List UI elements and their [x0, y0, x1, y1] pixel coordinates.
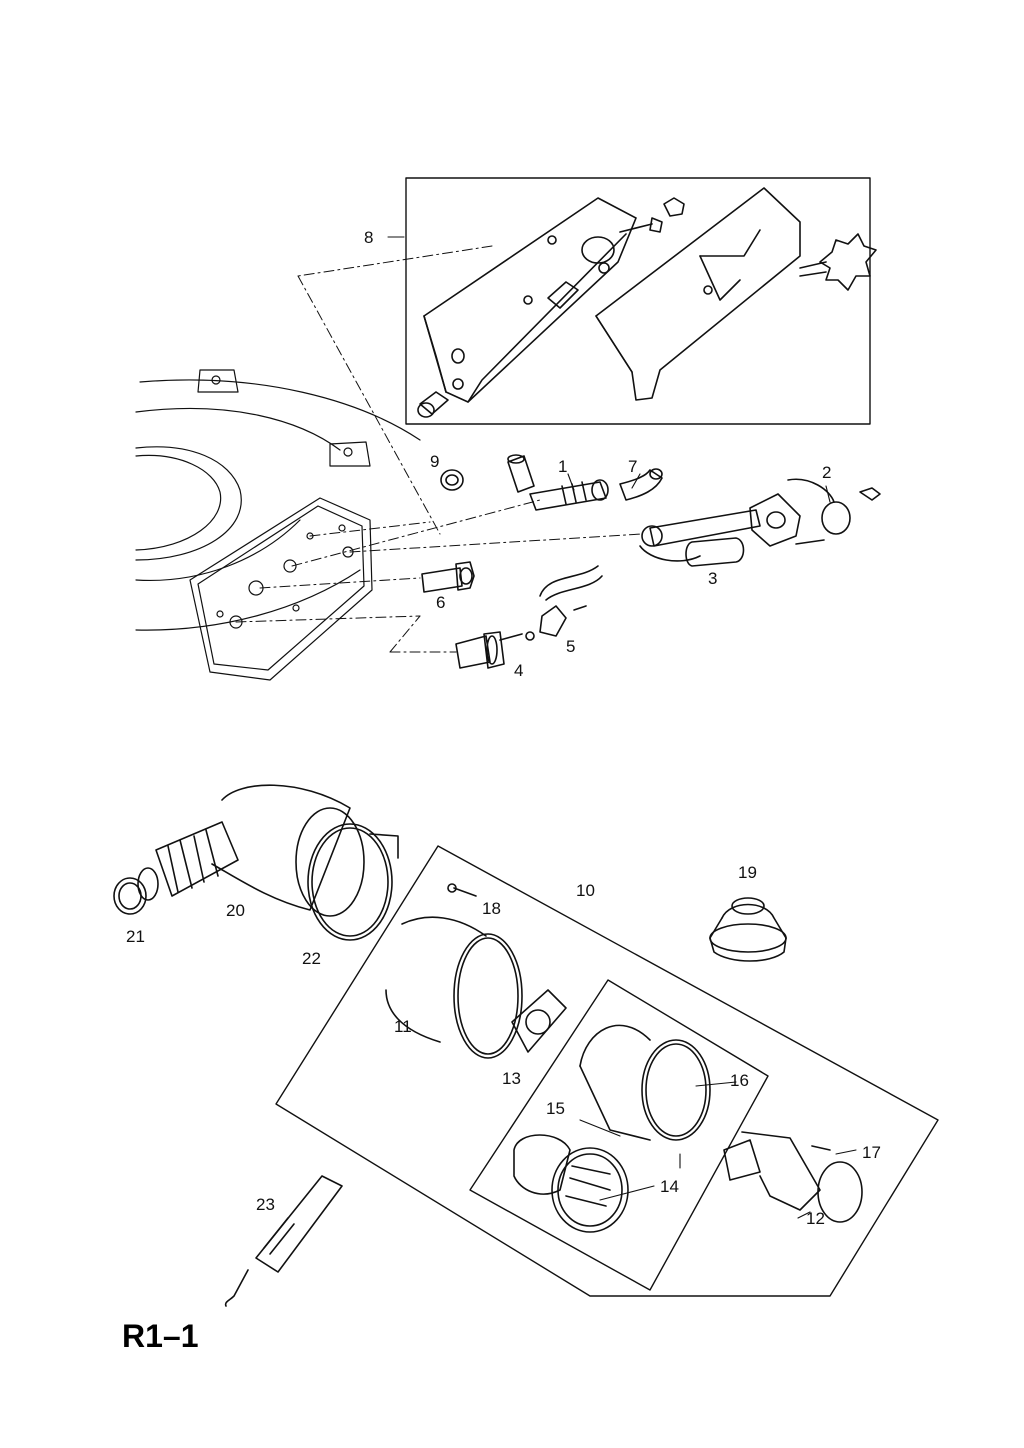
housing-assembly-frame	[405, 177, 871, 425]
bolt-part-18	[447, 883, 477, 897]
housing-screw	[619, 197, 685, 233]
callout-18: 18	[482, 899, 501, 918]
page-code: R1–1	[122, 1318, 199, 1354]
callout-10: 10	[576, 881, 595, 900]
callout-9: 9	[430, 452, 439, 471]
callout-1: 1	[558, 457, 567, 476]
tank-outline	[135, 369, 421, 681]
callout-15: 15	[546, 1099, 565, 1118]
pump-motor-part-16	[579, 1024, 711, 1141]
callout-21: 21	[126, 927, 145, 946]
star-knob	[799, 233, 877, 291]
callout-16: 16	[730, 1071, 749, 1090]
housing-left-half	[417, 197, 637, 418]
rod-part-23	[224, 1175, 343, 1307]
leader-lines-tank	[235, 499, 643, 653]
fitting-part-12	[723, 1131, 863, 1223]
callout-22: 22	[302, 949, 321, 968]
housing-cover	[595, 187, 801, 401]
callout-3: 3	[708, 569, 717, 588]
sender-part-2	[639, 478, 881, 562]
callout-12: 12	[806, 1209, 825, 1228]
callout-4: 4	[514, 661, 523, 680]
pump-head-part-14	[513, 1134, 629, 1233]
elbow-part-7	[619, 468, 663, 501]
callout-8: 8	[364, 228, 373, 247]
pump-inner-frame	[469, 979, 769, 1291]
callout-6: 6	[436, 593, 445, 612]
callout-19: 19	[738, 863, 757, 882]
callout-17: 17	[862, 1143, 881, 1162]
pump-assembly-frame	[275, 845, 939, 1297]
ring-part-21	[113, 877, 147, 915]
cartridge-part-3	[685, 537, 745, 567]
hose-housing-part-20	[137, 784, 365, 917]
callout-5: 5	[566, 637, 575, 656]
callout-labels: 8 9 1 7 2 3 6 5 4 19 10 18 20 21 22 11 1…	[126, 228, 881, 1228]
callout-20: 20	[226, 901, 245, 920]
leader-lines-upper	[297, 245, 493, 535]
canister-part-11	[385, 916, 523, 1059]
cap-part-19	[709, 897, 787, 962]
clamp-part-22	[307, 823, 399, 941]
callout-leaders	[387, 236, 857, 1219]
clip-part-9	[440, 469, 464, 491]
valve-part-4	[455, 631, 523, 669]
gasket-part-13	[511, 989, 567, 1053]
callout-11: 11	[394, 1017, 412, 1036]
callout-13: 13	[502, 1069, 521, 1088]
callout-14: 14	[660, 1177, 679, 1196]
callout-23: 23	[256, 1195, 275, 1214]
connector-part-5	[525, 565, 603, 641]
callout-7: 7	[628, 457, 637, 476]
callout-2: 2	[822, 463, 831, 482]
fitting-part-6	[421, 561, 475, 593]
